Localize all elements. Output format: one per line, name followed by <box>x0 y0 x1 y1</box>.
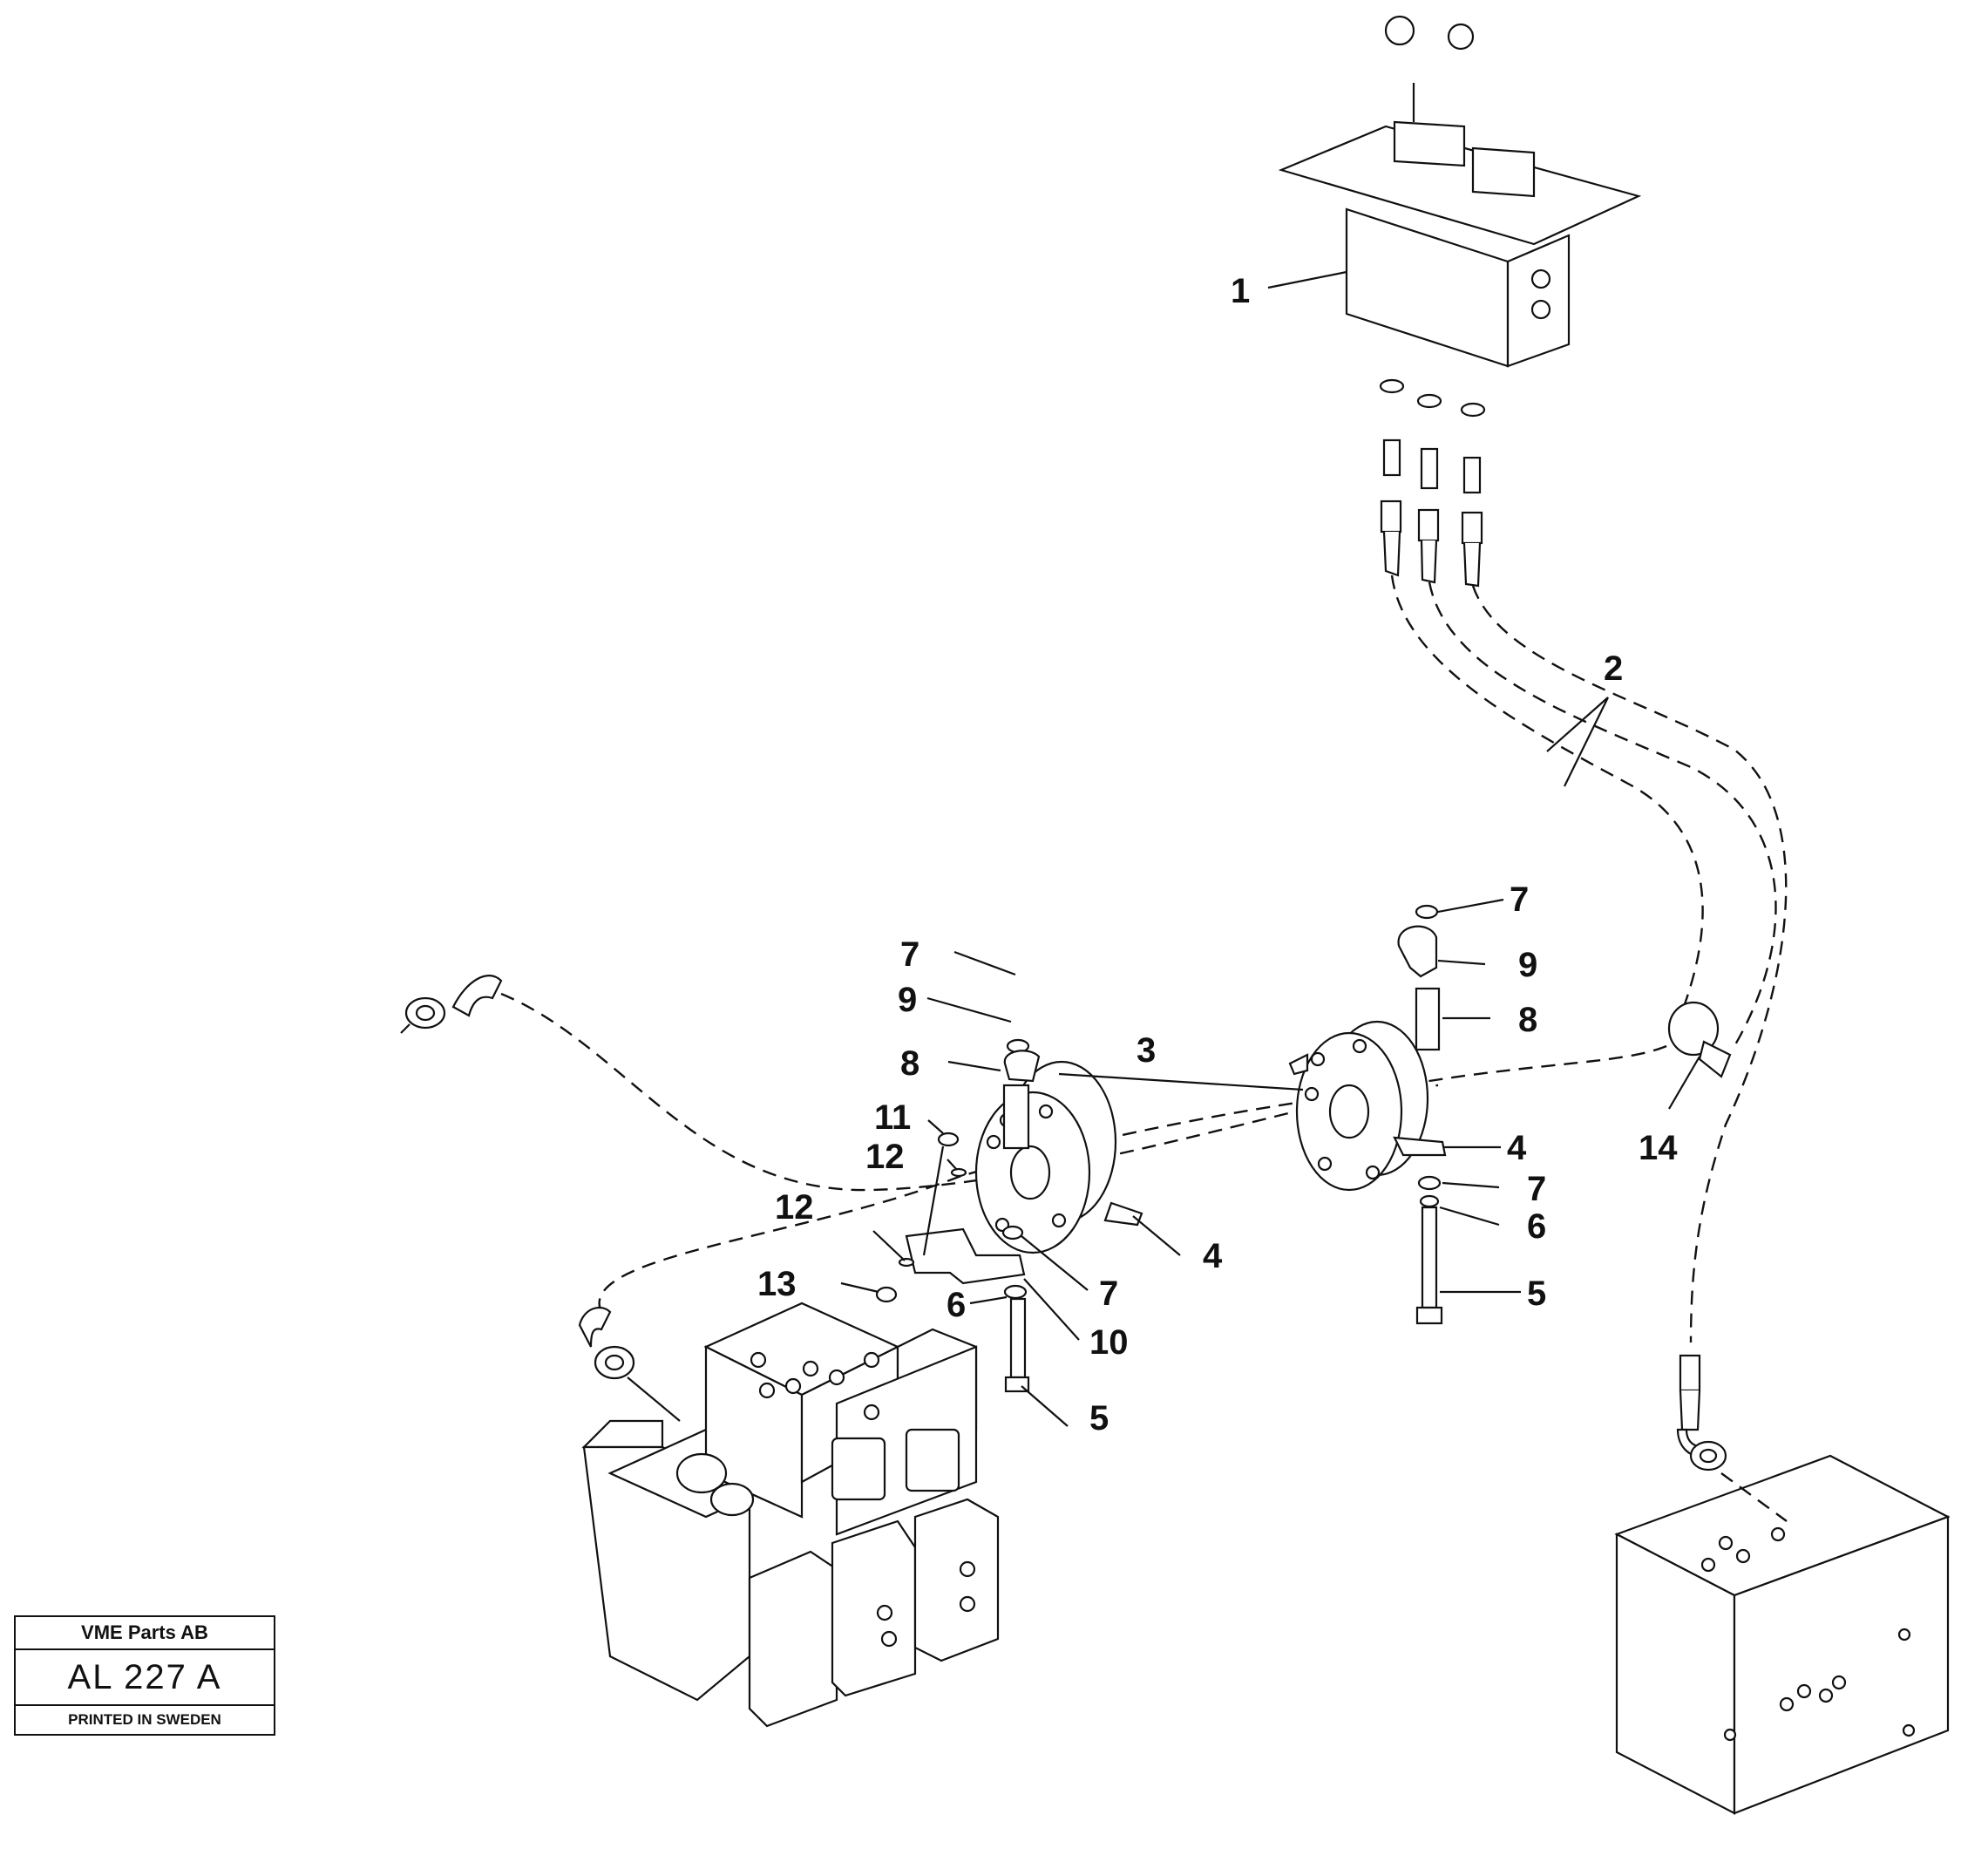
manifold-block <box>1614 1454 1951 1815</box>
hose-d <box>500 992 1683 1192</box>
hose-clamp-left <box>974 1060 1143 1254</box>
hoses <box>500 574 1788 1343</box>
callout-11: 11 <box>874 1098 911 1137</box>
callout-1: 1 <box>1231 272 1250 310</box>
callout-12-upper: 12 <box>865 1138 905 1176</box>
leader-lines <box>840 270 1700 1427</box>
callout-numbers: 1 2 3 4 4 5 5 6 6 7 7 7 7 8 8 9 9 10 11 … <box>757 272 1678 1438</box>
printed-note: PRINTED IN SWEDEN <box>68 1711 221 1728</box>
drawing-code: AL 227 A <box>16 1650 274 1706</box>
callout-8-left: 8 <box>900 1044 919 1083</box>
callout-3: 3 <box>1137 1031 1156 1070</box>
hose-clip <box>1667 1001 1732 1078</box>
manifold-fitting <box>1676 1354 1788 1522</box>
right-hardware-stack <box>1397 904 1443 1325</box>
callout-5-right: 5 <box>1527 1274 1546 1313</box>
callout-14: 14 <box>1639 1129 1678 1167</box>
callout-4-right: 4 <box>1507 1129 1527 1167</box>
callout-7-right-top: 7 <box>1510 880 1529 919</box>
callout-7-right-bottom: 7 <box>1527 1170 1546 1208</box>
elbow-fitting-left <box>400 975 503 1034</box>
pilot-control-valve <box>1278 15 1642 368</box>
control-valve-block <box>581 1302 1000 1728</box>
callout-2: 2 <box>1604 649 1623 688</box>
company-name: VME Parts AB <box>16 1617 274 1650</box>
fitting-2 <box>1416 393 1442 584</box>
callout-7-left-top: 7 <box>900 935 919 974</box>
callout-12-lower: 12 <box>775 1188 814 1227</box>
title-block: VME Parts AB AL 227 A PRINTED IN SWEDEN <box>14 1615 275 1736</box>
hose-c <box>1471 585 1788 1343</box>
hose-b <box>1428 581 1777 1047</box>
callout-9-left: 9 <box>898 981 917 1019</box>
callout-5-left: 5 <box>1089 1399 1109 1438</box>
callout-8-right: 8 <box>1518 1001 1537 1039</box>
port-fittings <box>1379 378 1486 588</box>
elbow-fitting-valve <box>578 1306 681 1422</box>
callout-13: 13 <box>757 1265 797 1303</box>
fitting-3 <box>1460 402 1486 588</box>
callout-7-left-bottom: 7 <box>1099 1274 1118 1313</box>
left-hardware-stack <box>875 1038 1041 1393</box>
callout-4-left: 4 <box>1203 1237 1223 1275</box>
hose-clamp-right <box>1288 1020 1447 1192</box>
callout-6-right: 6 <box>1527 1207 1546 1246</box>
fitting-1 <box>1379 378 1405 577</box>
callout-9-right: 9 <box>1518 946 1537 984</box>
hose-a <box>1390 574 1704 1012</box>
callout-10: 10 <box>1089 1323 1129 1362</box>
callout-6-left: 6 <box>947 1286 966 1324</box>
